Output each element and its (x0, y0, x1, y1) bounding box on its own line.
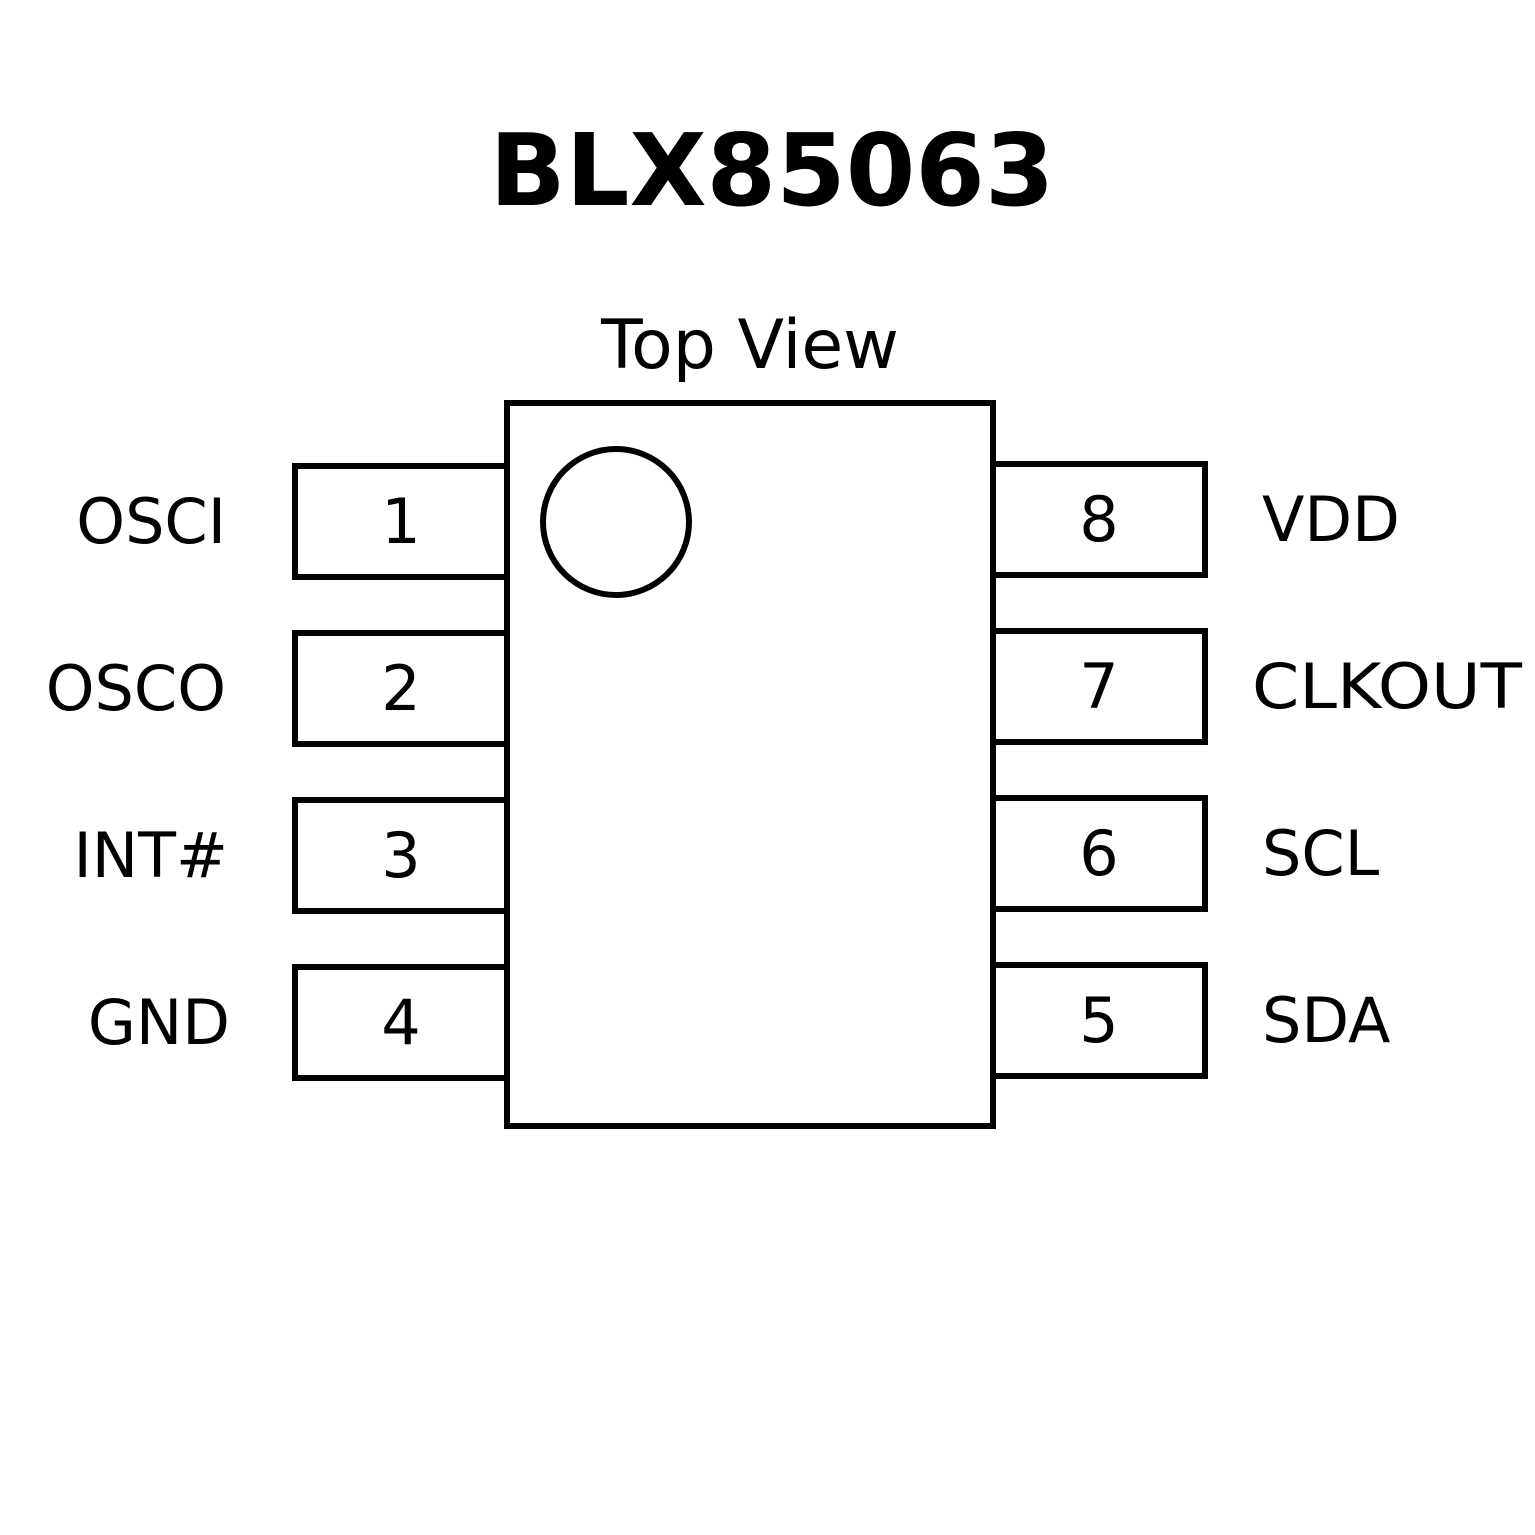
pin-number-4: 4 (381, 986, 420, 1059)
pin-name-3: INT# (74, 819, 229, 892)
pin-number-1: 1 (381, 485, 420, 558)
pin-box-1 (292, 463, 510, 580)
pin-number-3: 3 (381, 819, 420, 892)
view-label: Top View (600, 306, 899, 385)
pin-name-2: OSCO (46, 652, 226, 725)
pin-number-6: 6 (1079, 817, 1118, 890)
pin-box-3 (292, 797, 510, 914)
pin-box-8 (990, 461, 1208, 578)
pin-name-8: VDD (1262, 483, 1400, 556)
pin-number-7: 7 (1079, 650, 1118, 723)
pin-name-1: OSCI (76, 485, 226, 558)
pin-name-6: SCL (1262, 817, 1380, 890)
pin1-marker-circle (540, 446, 692, 598)
pin-number-5: 5 (1079, 984, 1118, 1057)
pin-number-8: 8 (1079, 483, 1118, 556)
pin-name-7: CLKOUT (1252, 650, 1523, 723)
pin-name-5: SDA (1262, 984, 1390, 1057)
pin-number-2: 2 (381, 652, 420, 725)
chip-title: BLX85063 (490, 112, 1055, 229)
pin-name-4: GND (88, 986, 230, 1059)
pin-box-6 (990, 795, 1208, 912)
pin-box-2 (292, 630, 510, 747)
